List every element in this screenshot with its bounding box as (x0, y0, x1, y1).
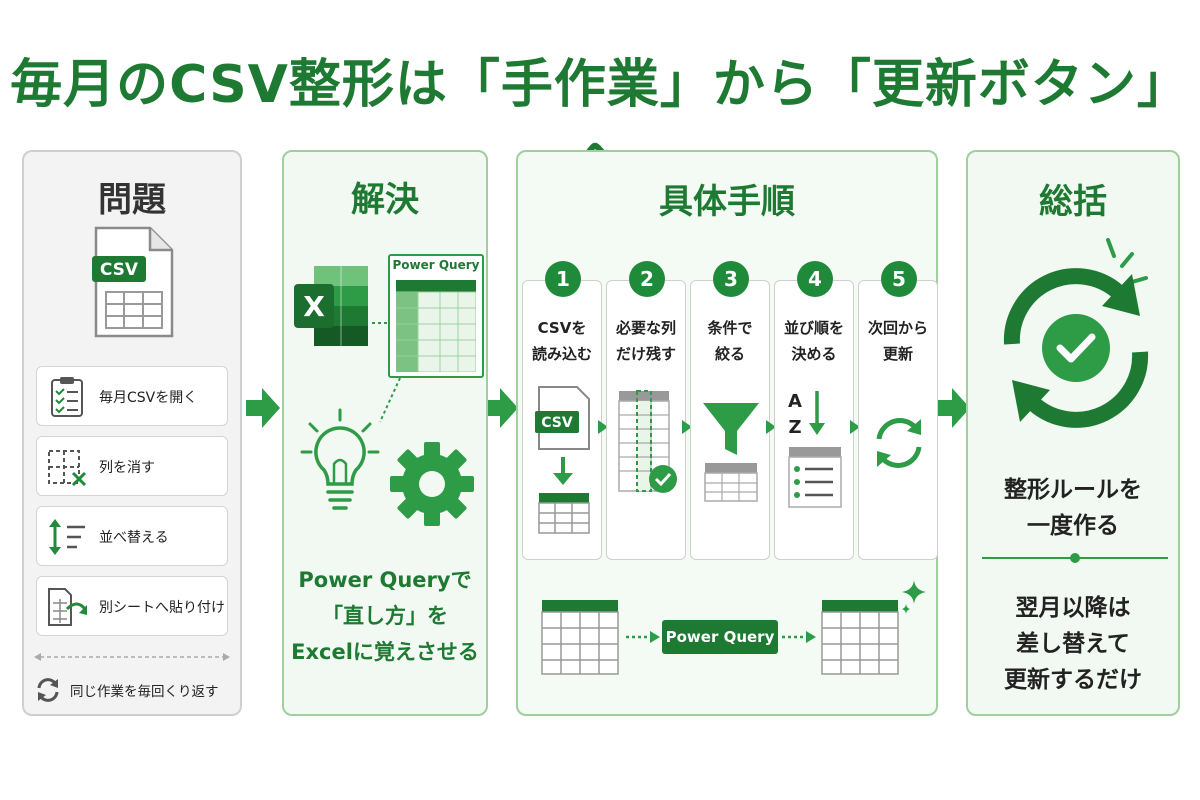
problem-step-open: 毎月CSVを開く (36, 366, 228, 426)
step-2: 2 必要な列 だけ残す (606, 261, 686, 560)
step-label: 条件で (707, 319, 753, 337)
summary-heading: 総括 (1039, 182, 1107, 222)
problem-step-sort: 並べ替える (36, 506, 228, 566)
summary-divider (982, 553, 1168, 563)
paste-sheet-icon (48, 588, 87, 626)
summary-line: 翌月以降は (1015, 595, 1131, 621)
problem-panel: 問題 CSV 毎月CSVを開く 列を消す (22, 150, 242, 716)
result-table-icon (821, 600, 899, 675)
excel-icon: X (294, 266, 368, 346)
solution-text-line: Excelに覚えさせる (291, 640, 479, 664)
repeat-label: 同じ作業を毎回くり返す (70, 684, 219, 700)
power-query-box: Power Query (662, 620, 778, 654)
step-number: 1 (545, 261, 581, 297)
step-4: 4 並び順を 決める A Z (774, 261, 854, 560)
dotted-arrow-icon (782, 631, 816, 643)
arrow-right-icon (936, 388, 970, 428)
power-query-title: Power Query (392, 258, 480, 272)
problem-step-delete: 列を消す (36, 436, 228, 496)
step-label: 並び順を (783, 319, 844, 337)
checklist-icon (51, 377, 83, 417)
page-title: 毎月のCSV整形は「手作業」から「更新ボタン」へ (10, 55, 1190, 190)
problem-step-label: 並べ替える (99, 530, 169, 546)
lightbulb-icon (300, 408, 380, 510)
steps-heading: 具体手順 (659, 182, 795, 222)
arrow-right-icon (484, 388, 518, 428)
chevron-right-icon (766, 420, 776, 434)
problem-step-paste: 別シートへ貼り付け (36, 576, 228, 636)
column-select-icon (618, 390, 677, 493)
step-number: 5 (881, 261, 917, 297)
step-number: 2 (629, 261, 665, 297)
repeat-note: 同じ作業を毎回くり返す (32, 674, 236, 706)
solution-text-line: Power Queryで (298, 568, 472, 592)
csv-file-label: CSV (100, 260, 139, 280)
sort-icon (49, 519, 85, 555)
sparkle-icon (902, 580, 926, 614)
solution-heading: 解決 (351, 180, 419, 220)
power-query-window: Power Query (388, 254, 484, 378)
step-label: CSVを (537, 319, 587, 337)
step-label: 絞る (714, 345, 745, 363)
excel-letter: X (303, 290, 325, 323)
step-5: 5 次回から 更新 (858, 261, 938, 560)
source-table-icon (541, 600, 619, 675)
arrow-right-icon (246, 388, 280, 428)
summary-line: 差し替えて (1016, 631, 1130, 657)
dashed-separator (34, 653, 230, 661)
step-number: 3 (713, 261, 749, 297)
data-grid-icon (396, 280, 476, 372)
sort-letter-a: A (788, 391, 802, 412)
csv-import-icon: CSV (535, 386, 590, 534)
step-label: 更新 (882, 345, 913, 363)
problem-step-label: 別シートへ貼り付け (99, 600, 225, 616)
problem-heading: 問題 (98, 180, 166, 220)
step-label: 読み込む (531, 345, 592, 363)
summary-line: 一度作る (1027, 513, 1119, 539)
csv-file-icon: CSV (92, 226, 174, 338)
summary-line: 整形ルールを (1004, 477, 1142, 503)
summary-line: 更新するだけ (1004, 667, 1142, 693)
step-label: 必要な列 (615, 319, 676, 337)
dotted-arrow-icon (626, 631, 660, 643)
csv-label: CSV (541, 415, 573, 431)
step-number: 4 (797, 261, 833, 297)
chevron-right-icon (598, 420, 608, 434)
steps-panel: 具体手順 1 CSVを 読み込む CSV 2 必要な列 だけ残す (516, 150, 938, 716)
step-label: 次回から (867, 319, 928, 337)
gear-icon (390, 442, 474, 526)
sort-letter-z: Z (788, 417, 801, 438)
chevron-right-icon (682, 420, 692, 434)
step-label: 決める (791, 345, 837, 363)
step-label: だけ残す (615, 345, 676, 363)
refresh-icon (876, 418, 922, 468)
chevron-right-icon (850, 420, 860, 434)
step-3: 3 条件で 絞る (690, 261, 770, 560)
refresh-check-icon (1003, 238, 1149, 428)
filter-icon (703, 403, 759, 502)
sort-az-icon: A Z (788, 391, 842, 508)
solution-text-line: 「直し方」を (322, 604, 448, 628)
problem-step-label: 毎月CSVを開く (99, 390, 198, 406)
summary-panel: 総括 整形ルールを 一度作る 翌月以降は 差し替えて 更新するだけ (966, 150, 1180, 716)
step-1: 1 CSVを 読み込む CSV (522, 261, 602, 560)
solution-panel: 解決 X Power Query (282, 150, 488, 716)
repeat-icon (37, 678, 59, 702)
dotted-connector (379, 378, 401, 423)
delete-column-icon (48, 450, 87, 487)
problem-step-label: 列を消す (99, 460, 155, 476)
